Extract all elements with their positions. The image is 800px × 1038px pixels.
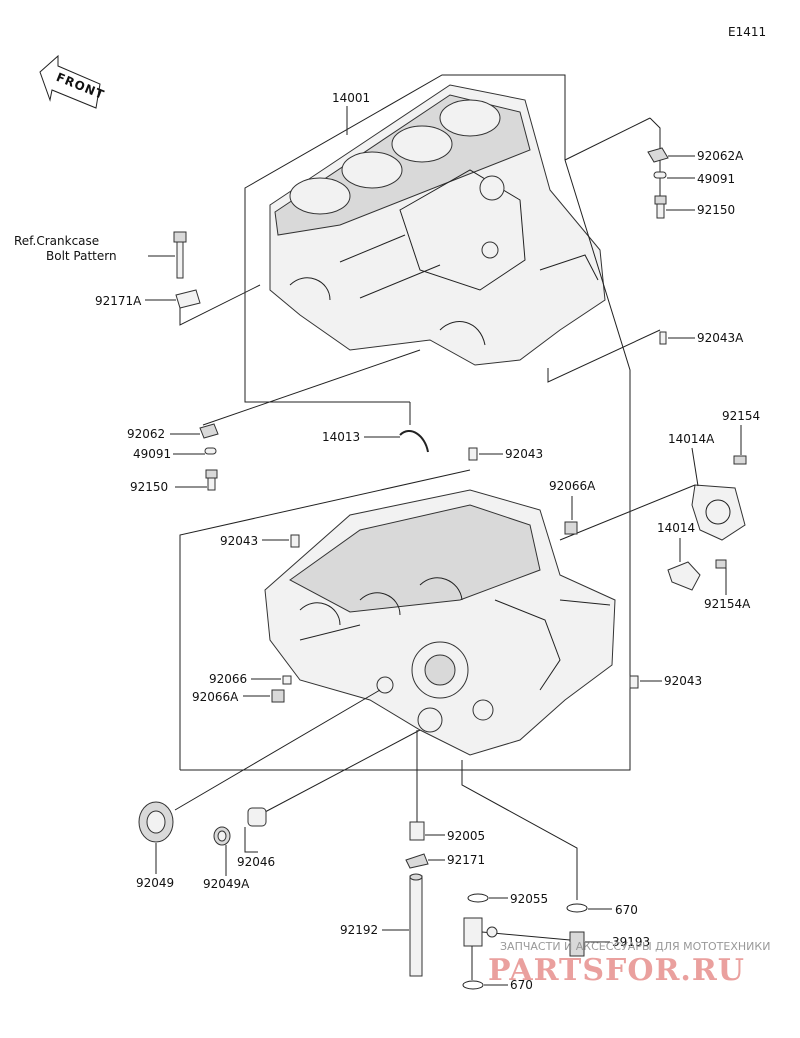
label-92049A: 92049A xyxy=(203,877,250,891)
ref-crankcase-line2: Bolt Pattern xyxy=(46,249,117,263)
bolt-92154 xyxy=(733,455,747,465)
label-670-bottom: 670 xyxy=(510,978,533,992)
label-92171A: 92171A xyxy=(95,294,142,308)
dowel-pin-92043-right xyxy=(629,675,639,689)
label-670-top: 670 xyxy=(615,903,638,917)
bearing-92066 xyxy=(282,675,292,685)
label-92062A: 92062A xyxy=(697,149,744,163)
label-49091: 49091 xyxy=(133,447,171,461)
long-bolt xyxy=(173,231,187,279)
clamp-92171 xyxy=(405,853,429,869)
cover-14014A xyxy=(691,484,746,541)
dowel-pin-92043A xyxy=(659,331,667,345)
label-14014: 14014 xyxy=(657,521,695,535)
label-92171: 92171 xyxy=(447,853,485,867)
diagram-code: E1411 xyxy=(728,25,766,39)
pipe-92192 xyxy=(409,873,423,977)
ref-crankcase-line1: Ref.Crankcase xyxy=(14,234,99,248)
label-14013: 14013 xyxy=(322,430,360,444)
dowel-pin-92043-top xyxy=(468,447,478,461)
bearing-92046 xyxy=(247,807,267,827)
label-92043A: 92043A xyxy=(697,331,744,345)
front-arrow-icon: FRONT xyxy=(39,54,107,109)
lower-crankcase-drawing xyxy=(264,489,616,756)
bracket-14014 xyxy=(667,561,701,591)
label-14001: 14001 xyxy=(332,91,370,105)
label-92192: 92192 xyxy=(340,923,378,937)
oil-seal-92049 xyxy=(138,801,174,843)
label-92066A-top: 92066A xyxy=(549,479,596,493)
label-92043-a: 92043 xyxy=(505,447,543,461)
o-ring-92055 xyxy=(467,893,489,903)
bolt-assembly-left xyxy=(199,423,219,491)
label-92043-b: 92043 xyxy=(220,534,258,548)
label-92062: 92062 xyxy=(127,427,165,441)
label-92055: 92055 xyxy=(510,892,548,906)
upper-crankcase-drawing xyxy=(244,74,606,403)
watermark-tagline: ЗАПЧАСТИ И АКСЕССУАРЫ ДЛЯ МОТОТЕХНИКИ xyxy=(500,940,770,953)
label-49091-top: 49091 xyxy=(697,172,735,186)
bearing-92066A xyxy=(271,689,285,703)
label-92046: 92046 xyxy=(237,855,275,869)
pipe-39193 xyxy=(463,917,585,957)
label-92154A: 92154A xyxy=(704,597,751,611)
bolt-assembly-top-right xyxy=(647,147,669,219)
label-92043-c: 92043 xyxy=(664,674,702,688)
front-label: FRONT xyxy=(54,70,106,102)
label-92049: 92049 xyxy=(136,876,174,890)
label-92154: 92154 xyxy=(722,409,760,423)
fitting-92005 xyxy=(409,821,425,841)
o-ring-670-top xyxy=(566,903,588,913)
label-92066A: 92066A xyxy=(192,690,239,704)
label-92005: 92005 xyxy=(447,829,485,843)
label-14014A: 14014A xyxy=(668,432,715,446)
watermark-logo: PARTSFOR.RU xyxy=(488,953,745,988)
o-ring-670-bottom xyxy=(462,980,484,990)
label-39193: 39193 xyxy=(612,935,650,949)
bolt-92154A xyxy=(715,559,727,569)
label-92150-top: 92150 xyxy=(697,203,735,217)
oil-seal-92049A xyxy=(213,826,231,846)
dowel-pin-92043-left xyxy=(290,534,300,548)
bracket-92171A xyxy=(175,289,201,309)
label-92066: 92066 xyxy=(209,672,247,686)
bearing-92066A-top xyxy=(564,521,578,535)
label-92150: 92150 xyxy=(130,480,168,494)
